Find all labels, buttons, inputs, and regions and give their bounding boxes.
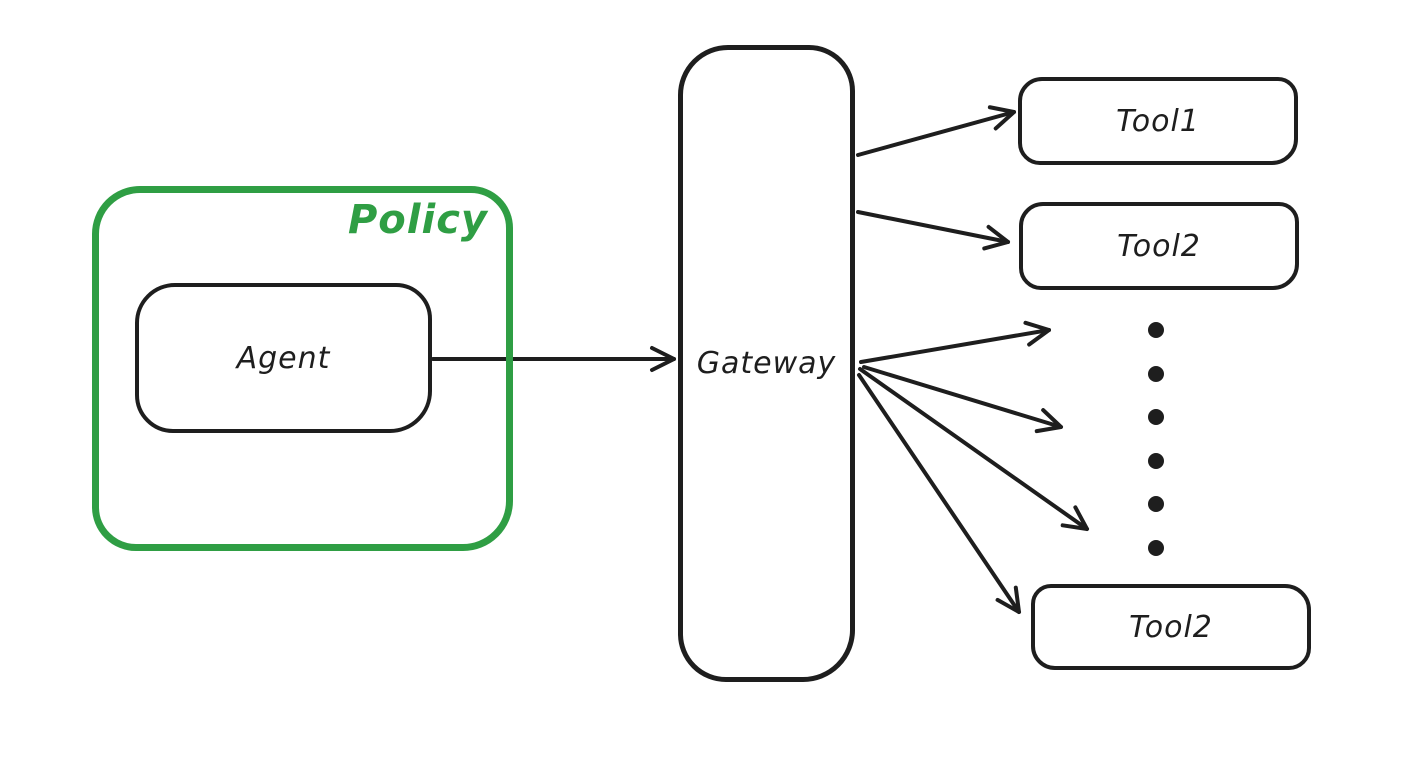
agent-label: Agent (236, 340, 331, 376)
ellipsis-dot (1148, 453, 1164, 469)
tool-last-label: Tool2 (1129, 609, 1213, 645)
tool1-box: Tool1 (1018, 77, 1298, 165)
ellipsis-dot (1148, 409, 1164, 425)
arrow-gateway-to-tool1 (856, 105, 1016, 157)
ellipsis-dot (1148, 540, 1164, 556)
ellipsis-dot (1148, 496, 1164, 512)
arrow-gateway-fan-1 (859, 320, 1051, 364)
tool2-box: Tool2 (1019, 202, 1299, 290)
ellipsis-dot (1148, 366, 1164, 382)
policy-label: Policy (347, 197, 488, 243)
gateway-label: Gateway (696, 346, 837, 381)
tool1-label: Tool1 (1116, 103, 1200, 139)
gateway-box: Gateway (678, 45, 855, 682)
policy-boundary-box: Policy (92, 186, 513, 551)
ellipsis-dot (1148, 322, 1164, 338)
arrow-gateway-to-tool-last (857, 373, 1021, 614)
agent-box: Agent (135, 283, 432, 433)
tool2-label: Tool2 (1117, 228, 1201, 264)
arrow-gateway-fan-3 (858, 367, 1089, 531)
arrow-gateway-fan-2 (862, 365, 1063, 434)
tool-last-box: Tool2 (1031, 584, 1311, 670)
arrow-gateway-to-tool2 (856, 210, 1010, 251)
ellipsis-dots (1148, 322, 1164, 556)
